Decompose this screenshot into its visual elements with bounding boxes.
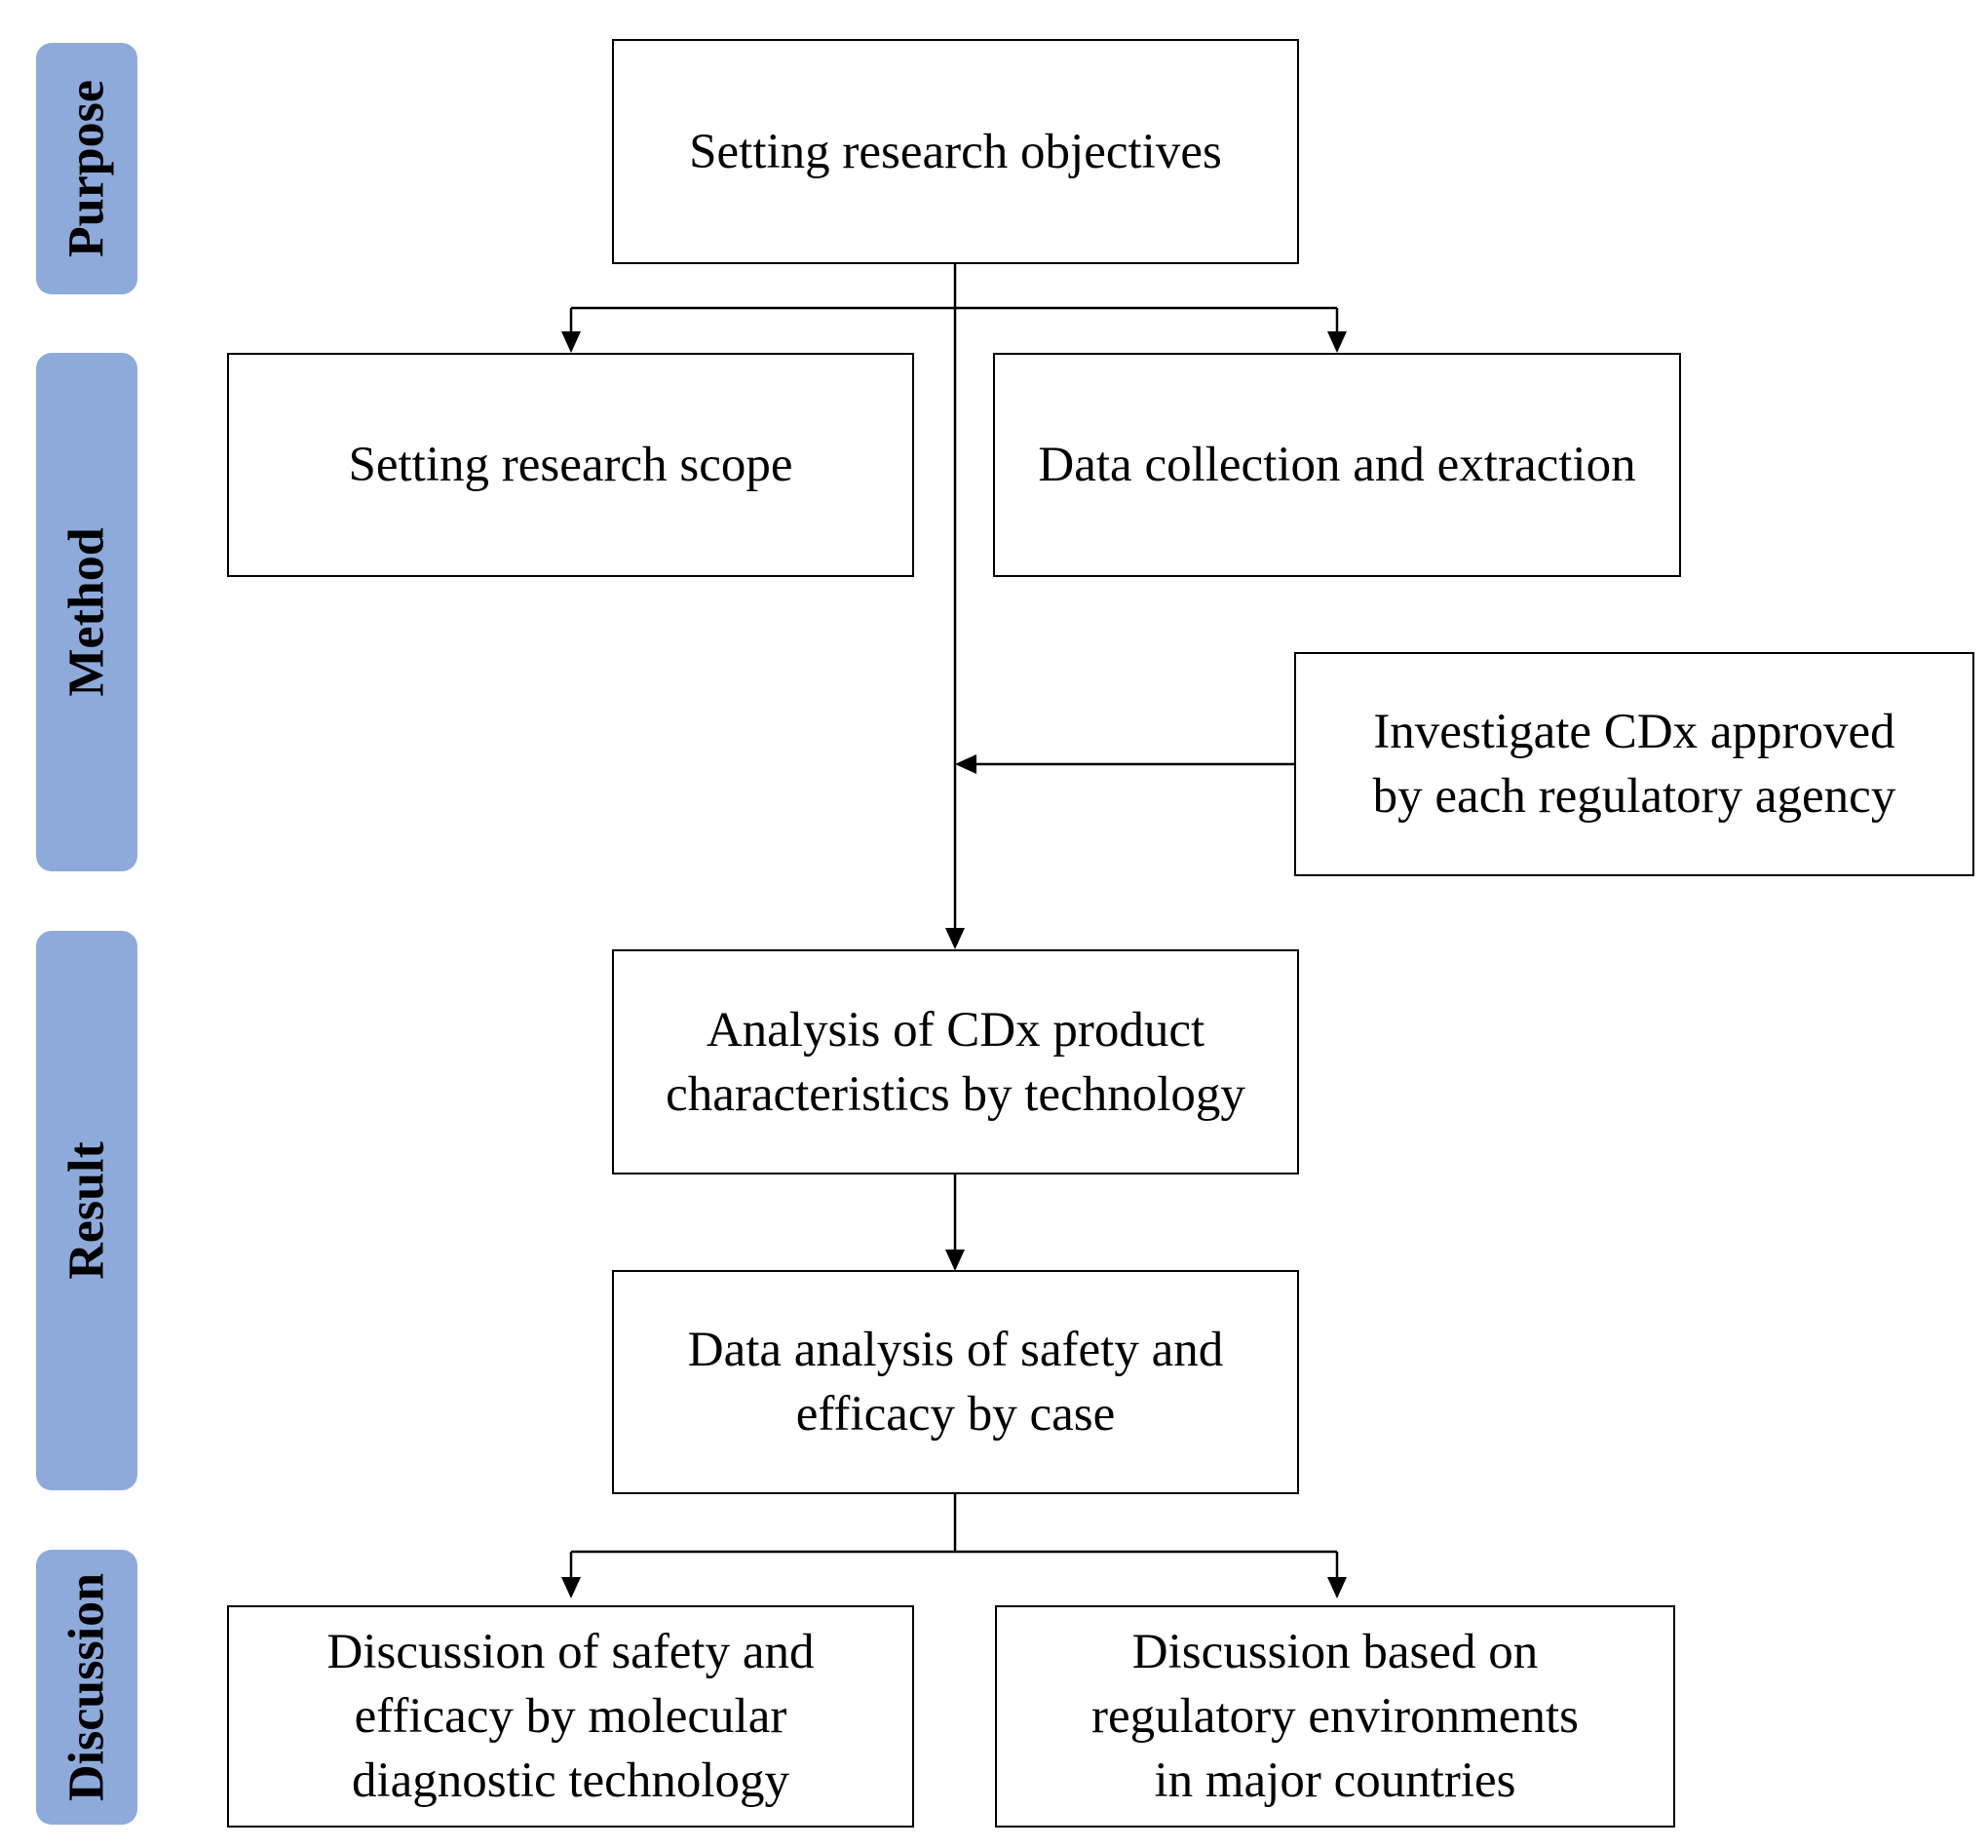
box-collection-text: Data collection and extraction	[1038, 438, 1636, 492]
stage-purpose-label: Purpose	[58, 80, 115, 257]
arrowhead-regulatory	[1327, 1577, 1347, 1598]
box-investigate-text: Investigate CDx approved by each regulat…	[1372, 705, 1896, 824]
box-analysis-technology-text: Analysis of CDx product characteristics …	[666, 1002, 1245, 1122]
box-scope-text: Setting research scope	[348, 438, 793, 492]
arrowhead-safety	[945, 1250, 965, 1271]
box-objectives: Setting research objectives	[612, 39, 1299, 264]
arrowhead-collection	[1327, 331, 1347, 353]
box-analysis-safety: Data analysis of safety and efficacy by …	[612, 1270, 1299, 1494]
box-discussion-regulatory: Discussion based on regulatory environme…	[995, 1605, 1675, 1828]
stage-result: Result	[36, 931, 137, 1490]
box-discussion-regulatory-text: Discussion based on regulatory environme…	[1091, 1625, 1579, 1808]
box-investigate: Investigate CDx approved by each regulat…	[1294, 652, 1974, 876]
stage-discussion: Discussion	[36, 1550, 137, 1825]
stage-result-label: Result	[58, 1141, 115, 1280]
arrowhead-investigate	[955, 754, 976, 774]
box-analysis-technology: Analysis of CDx product characteristics …	[612, 949, 1299, 1174]
arrowhead-molecular	[561, 1577, 581, 1598]
box-discussion-molecular-text: Discussion of safety and efficacy by mol…	[326, 1625, 815, 1808]
arrowhead-scope	[561, 331, 581, 353]
box-discussion-molecular: Discussion of safety and efficacy by mol…	[227, 1605, 914, 1828]
stage-method: Method	[36, 353, 137, 871]
stage-purpose: Purpose	[36, 43, 137, 294]
stage-method-label: Method	[58, 527, 115, 697]
box-collection: Data collection and extraction	[993, 353, 1681, 577]
box-analysis-safety-text: Data analysis of safety and efficacy by …	[687, 1323, 1224, 1442]
stage-discussion-label: Discussion	[58, 1572, 115, 1802]
box-objectives-text: Setting research objectives	[689, 124, 1222, 179]
box-scope: Setting research scope	[227, 353, 914, 577]
arrowhead-analysis	[945, 928, 965, 949]
